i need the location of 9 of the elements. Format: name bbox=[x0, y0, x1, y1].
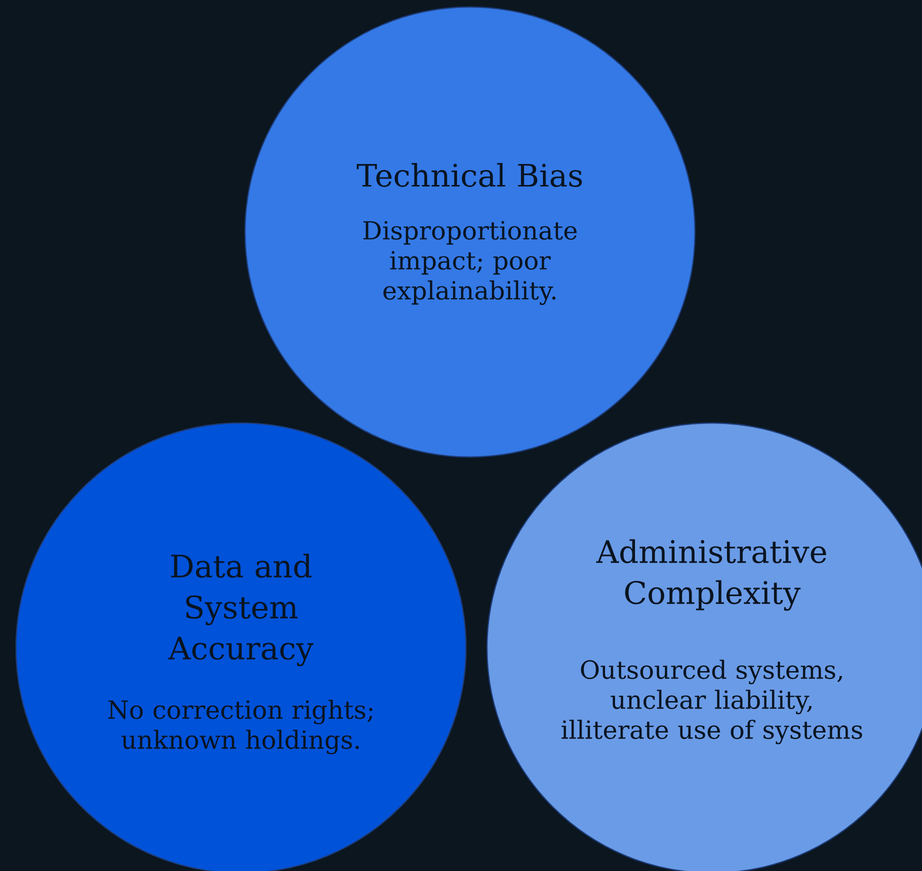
node-description: Disproportionate impact; poor explainability. bbox=[363, 221, 577, 305]
node-title: Data and System Accuracy bbox=[168, 554, 314, 666]
circle-node bbox=[15, 422, 467, 871]
circle-node bbox=[486, 422, 922, 871]
node-title: Administrative Complexity bbox=[596, 539, 826, 611]
node-title: Technical Bias bbox=[356, 163, 582, 187]
circle-node bbox=[244, 6, 696, 458]
node-description: Outsourced systems, unclear liability, illiterate use of systems bbox=[562, 660, 862, 744]
node-description: No correction rights; unknown holdings. bbox=[108, 700, 372, 754]
